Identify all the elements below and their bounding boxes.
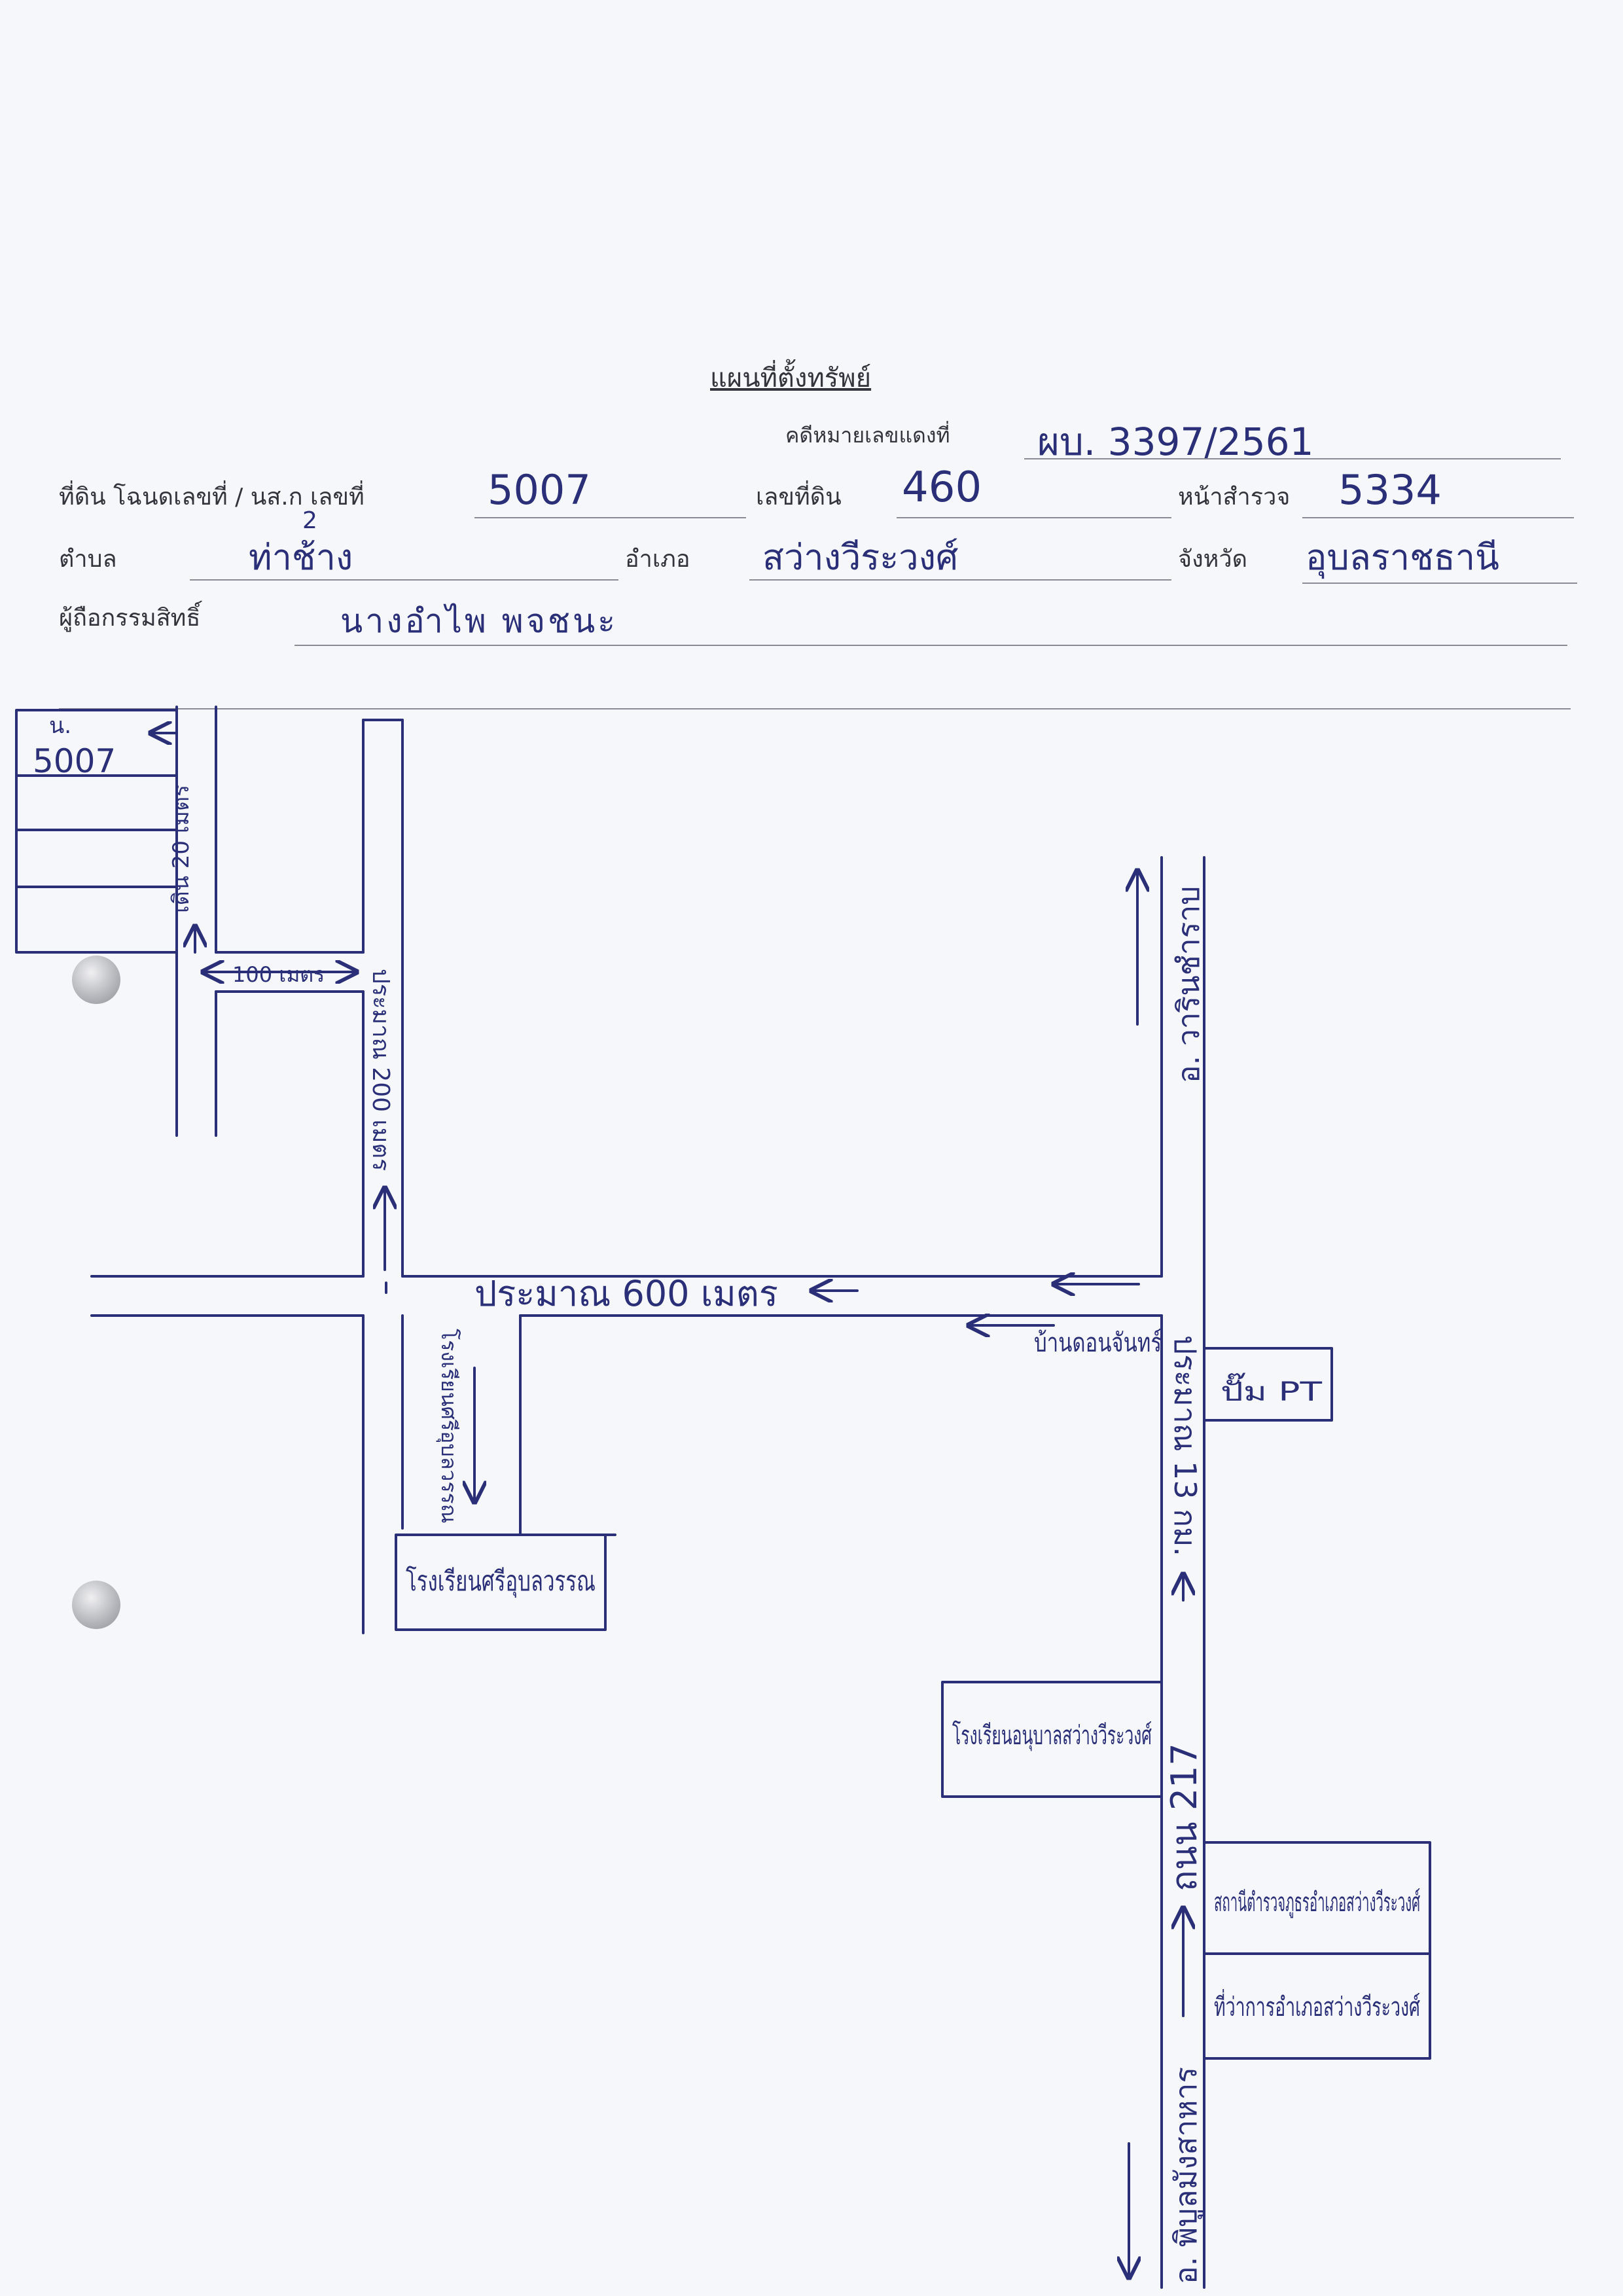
subdistrict-value: ท่าช้าง xyxy=(249,537,353,578)
school-road-label: โรงเรียนศรีอุบลวรรณ xyxy=(436,1329,461,1523)
school-sri-box xyxy=(395,1534,607,1631)
land-number-value: 460 xyxy=(902,463,982,512)
village-label: บ้านดอนจันทร์ xyxy=(1034,1328,1162,1358)
land-number-underline xyxy=(897,517,1171,518)
deed-number-underline xyxy=(474,517,746,518)
road-217-label: ถนน 217 xyxy=(1164,1743,1205,1892)
district-underline xyxy=(749,579,1171,581)
owner-underline xyxy=(294,645,1567,646)
district-value: สว่างวีระวงศ์ xyxy=(762,537,959,578)
plot-number: 5007 xyxy=(33,742,116,780)
plot-label: น. xyxy=(49,713,71,739)
distance-200m-label: ประมาณ 200 เมตร xyxy=(367,969,394,1171)
to-phibun-label: อ. พิบูลมังสาหาร xyxy=(1168,2067,1204,2284)
case-number-underline xyxy=(1024,458,1561,459)
soi-road xyxy=(362,719,404,1278)
deed-number-label: ที่ดิน โฉนดเลขที่ / นส.ก เลขที่ xyxy=(59,484,365,511)
punch-hole-bottom xyxy=(72,1581,120,1629)
main-soi xyxy=(90,1276,1163,1634)
distance-100m-label: 100 เมตร xyxy=(232,962,325,987)
province-label: จังหวัด xyxy=(1178,546,1247,573)
gas-station-label: ปั๊ม PT xyxy=(1221,1372,1323,1407)
walkway-lane xyxy=(175,706,365,1137)
distance-600m-label: ประมาณ 600 เมตร xyxy=(474,1273,778,1314)
school-sri-label: โรงเรียนศรีอุบลวรรณ xyxy=(406,1565,596,1598)
survey-page-underline xyxy=(1302,517,1574,518)
owner-label: ผู้ถือกรรมสิทธิ์ xyxy=(59,605,201,632)
police-office-boxes xyxy=(1203,1841,1431,2060)
survey-page-value: 5334 xyxy=(1338,466,1442,514)
province-underline xyxy=(1302,583,1577,584)
land-number-label: เลขที่ดิน xyxy=(756,484,842,511)
district-office-label: ที่ว่าการอำเภอสว่างวีระวงศ์ xyxy=(1214,1989,1420,2022)
province-value: อุบลราชธานี xyxy=(1306,537,1499,578)
deed-number-value: 5007 xyxy=(488,466,591,514)
case-number-label: คดีหมายเลขแดงที่ xyxy=(785,423,950,448)
kindergarten-label: โรงเรียนอนุบาลสว่างวีระวงศ์ xyxy=(952,1721,1152,1751)
distance-13km-label: ประมาณ 13 กม. xyxy=(1168,1335,1203,1556)
owner-value: นางอำไพ พจชนะ xyxy=(340,602,618,640)
document-title: แผนที่ตั้งทรัพย์ xyxy=(710,363,872,393)
survey-page-label: หน้าสำรวจ xyxy=(1178,484,1291,511)
to-warin-label: อ. วารินชำราบ xyxy=(1171,886,1206,1083)
subdistrict-label: ตำบล xyxy=(59,546,117,573)
punch-hole-top xyxy=(72,956,120,1004)
case-number-value: ผบ. 3397/2561 xyxy=(1037,420,1314,464)
plot-5007-boxes xyxy=(15,709,178,954)
kindergarten-box xyxy=(941,1681,1163,1798)
gas-station-box xyxy=(1203,1347,1333,1422)
subdistrict-underline xyxy=(190,579,618,581)
section-divider xyxy=(59,708,1571,709)
police-station-label: สถานีตำรวจภูธรอำเภอสว่างวีระวงศ์ xyxy=(1214,1888,1420,1918)
walkway-20m-label: เดิน 20 เมตร xyxy=(168,785,194,913)
subdistrict-mark: 2 xyxy=(302,507,317,534)
district-label: อำเภอ xyxy=(625,546,690,573)
